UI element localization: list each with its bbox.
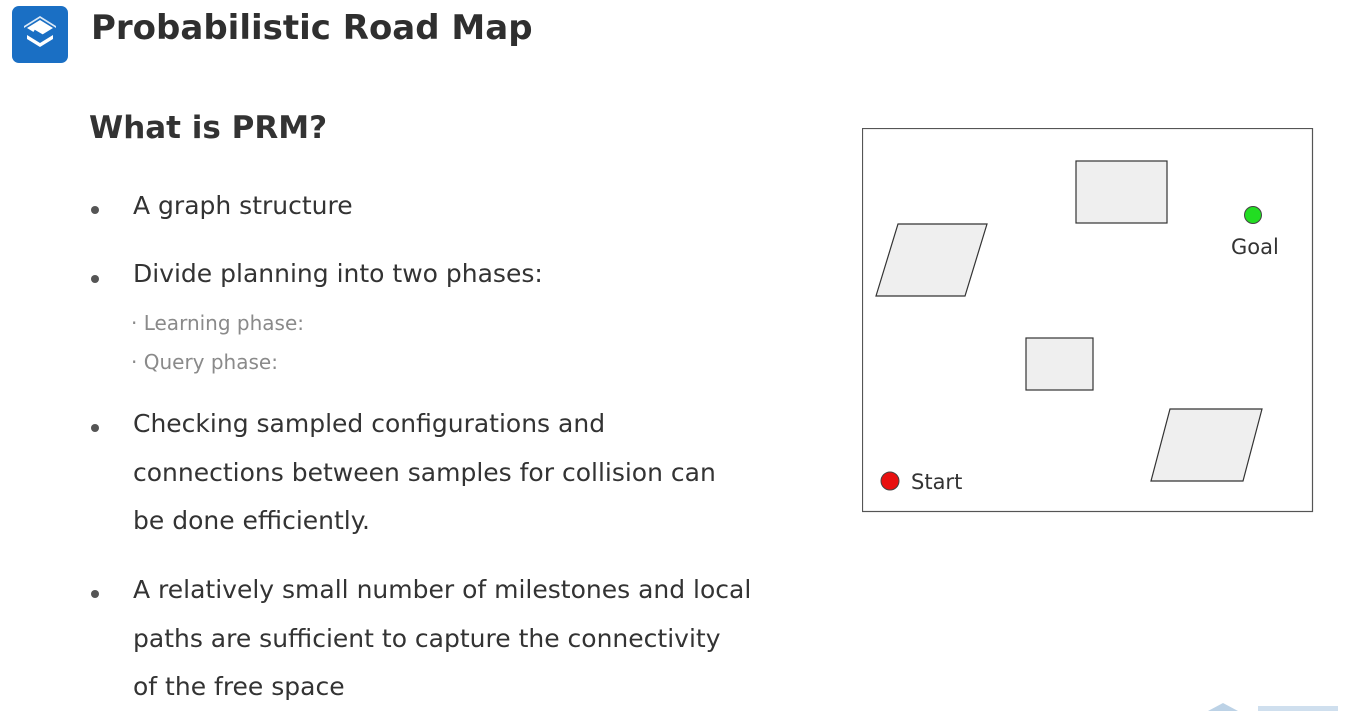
obstacle-parallelogram-right <box>1150 408 1263 482</box>
goal-point <box>1244 206 1262 224</box>
goal-label: Goal <box>1231 235 1279 259</box>
bullet-line: connections between samples for collisio… <box>133 457 716 487</box>
bullet-dot <box>91 424 99 432</box>
prm-diagram: Goal Start <box>862 128 1314 513</box>
start-label: Start <box>911 470 962 494</box>
bullet-line: Divide planning into two phases: <box>133 259 543 288</box>
bullet-line: paths are sufficient to capture the conn… <box>133 623 721 653</box>
bullet-text: Checking sampled configurations and conn… <box>133 400 716 546</box>
watermark-logo-icon <box>1208 703 1338 711</box>
bullet-text: Divide planning into two phases: <box>133 250 543 299</box>
bullet-dot <box>91 206 99 214</box>
page-title: Probabilistic Road Map <box>91 8 533 48</box>
obstacle-rect-middle <box>1025 337 1094 391</box>
bullet-line: Checking sampled configurations and <box>133 409 606 438</box>
bullet-line: be done efficiently. <box>133 506 370 535</box>
sub-item-query-phase: · Query phase: <box>131 350 278 374</box>
bullet-line: A relatively small number of milestones … <box>133 575 752 604</box>
sub-item-learning-phase: · Learning phase: <box>131 311 304 335</box>
start-point <box>880 471 900 491</box>
logo-icon <box>12 6 68 63</box>
bullet-dot <box>91 275 99 283</box>
bullet-line: of the free space <box>133 672 345 701</box>
bullet-text: A graph structure <box>133 182 353 231</box>
bullet-line: A graph structure <box>133 191 353 220</box>
obstacle-parallelogram-left <box>875 223 988 297</box>
diamond-layers-logo-icon <box>24 16 56 47</box>
obstacle-rect-top <box>1075 160 1168 224</box>
bullet-dot <box>91 590 99 598</box>
section-title: What is PRM? <box>89 110 328 146</box>
bullet-text: A relatively small number of milestones … <box>133 566 751 712</box>
